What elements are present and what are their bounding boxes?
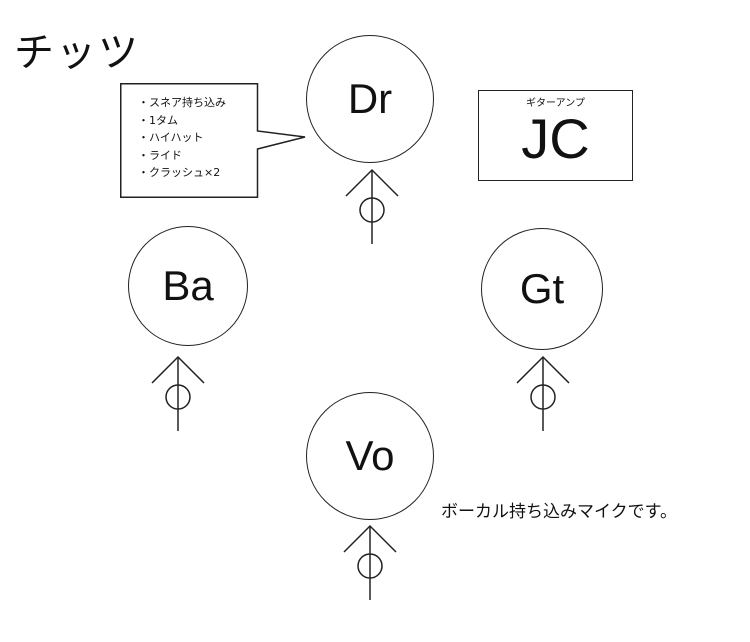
vocal-circle: Vo [306,392,434,520]
bass-label: Ba [162,262,214,309]
drums-label: Dr [347,75,393,122]
mic-stand-icon [345,168,399,244]
page-title: チッツ [14,30,140,76]
bass-circle: Ba [128,226,248,346]
guitar-amp-box: ギターアンプ JC [478,90,633,181]
guitar-label: Gt [519,265,565,312]
list-item: ・ハイハット [138,131,204,144]
list-item: ・1タム [138,113,178,127]
amp-model: JC [521,107,590,170]
list-item: ・ライド [138,148,182,162]
drum-kit-callout [120,83,306,198]
guitar-circle: Gt [481,228,603,350]
mic-stand-icon [343,524,397,600]
list-item: ・クラッシュ×2 [138,166,221,179]
drums-circle: Dr [306,35,434,163]
vocal-label: Vo [345,432,395,479]
mic-stand-icon [151,355,205,431]
vocal-note: ボーカル持ち込みマイクです。 [441,502,677,522]
mic-stand-icon [516,355,570,431]
list-item: ・スネア持ち込み [138,96,226,109]
drum-kit-list: ・スネア持ち込み ・1タム ・ハイハット ・ライド ・クラッシュ×2 [138,94,226,182]
amp-caption: ギターアンプ [526,98,585,109]
